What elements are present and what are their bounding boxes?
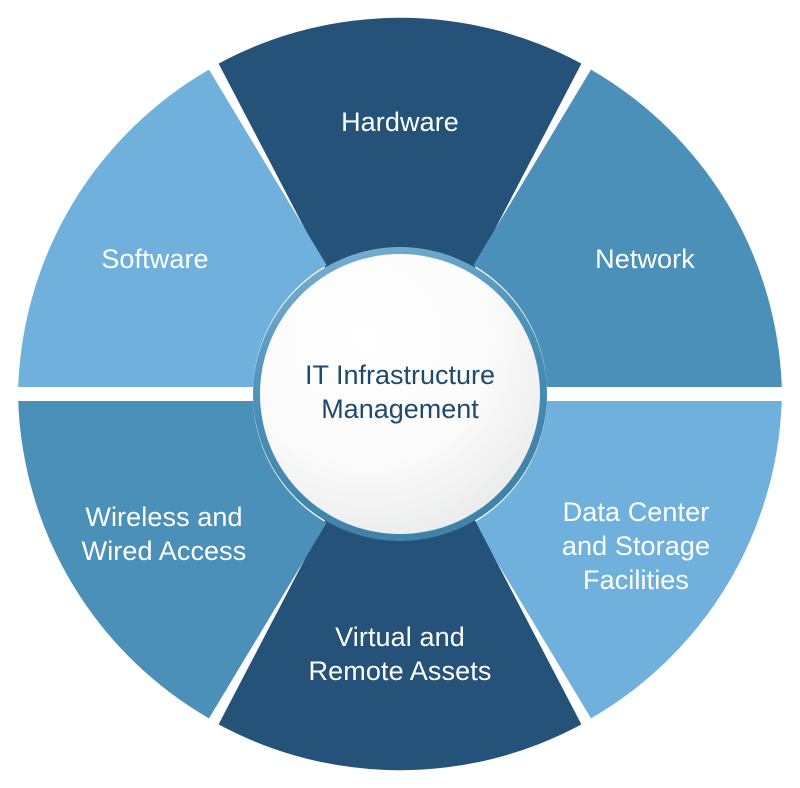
segment-software[interactable] <box>18 69 327 387</box>
center-hub <box>260 254 540 534</box>
segment-wireless[interactable] <box>18 401 327 719</box>
segment-datacenter[interactable] <box>473 401 782 719</box>
segment-virtual[interactable] <box>218 511 582 771</box>
segment-network[interactable] <box>473 69 782 387</box>
segment-hardware[interactable] <box>218 17 582 277</box>
